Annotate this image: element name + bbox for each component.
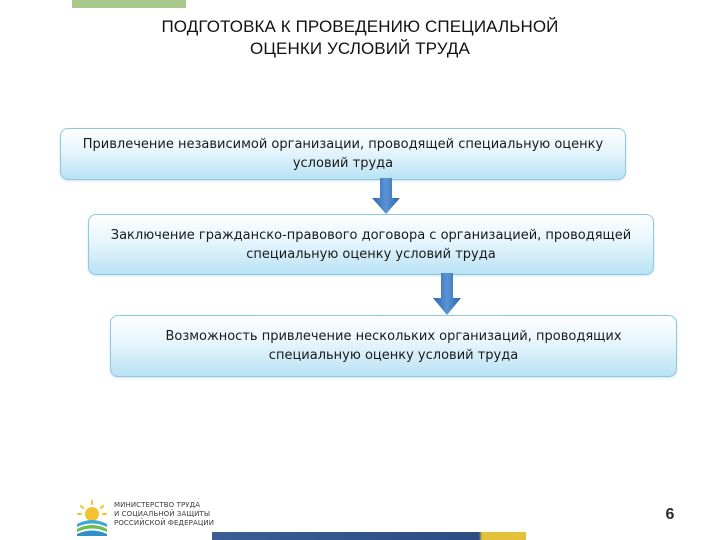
title-line-1: ПОДГОТОВКА К ПРОВЕДЕНИЮ СПЕЦИАЛЬНОЙ [161, 17, 559, 36]
step-2-line-1: Заключение гражданско-правового договора… [110, 227, 632, 243]
page-number: 6 [665, 506, 675, 523]
step-1-line-2: условий труда [292, 156, 394, 171]
ministry-sun-logo-icon [77, 500, 107, 536]
footer-bar [212, 532, 526, 540]
title-line-2: ОЦЕНКИ УСЛОВИЙ ТРУДА [250, 39, 470, 58]
step-1-line-1: Привлечение независимой организации, про… [82, 137, 604, 152]
ministry-name: Министерство труда и социальной защиты Р… [114, 501, 214, 528]
step-2-line-2: специальную оценку условий труда [246, 246, 496, 262]
step-3-line-1: Возможность привлечение нескольких орган… [165, 329, 622, 344]
ministry-line-2: и социальной защиты [114, 510, 211, 518]
step-box-3: Возможность привлечение нескольких орган… [110, 315, 677, 377]
ministry-line-3: Российской Федерации [114, 519, 215, 527]
step-box-1: Привлечение независимой организации, про… [60, 128, 626, 180]
top-accent-bar [72, 0, 186, 8]
ministry-line-1: Министерство труда [114, 501, 201, 509]
arrow-down-icon [433, 273, 461, 315]
step-3-line-2: специальную оценку условий труда [268, 348, 519, 363]
page-title: ПОДГОТОВКА К ПРОВЕДЕНИЮ СПЕЦИАЛЬНОЙ ОЦЕН… [60, 16, 660, 60]
arrow-down-icon [372, 178, 400, 214]
step-box-2: Заключение гражданско-правового договора… [88, 214, 654, 275]
